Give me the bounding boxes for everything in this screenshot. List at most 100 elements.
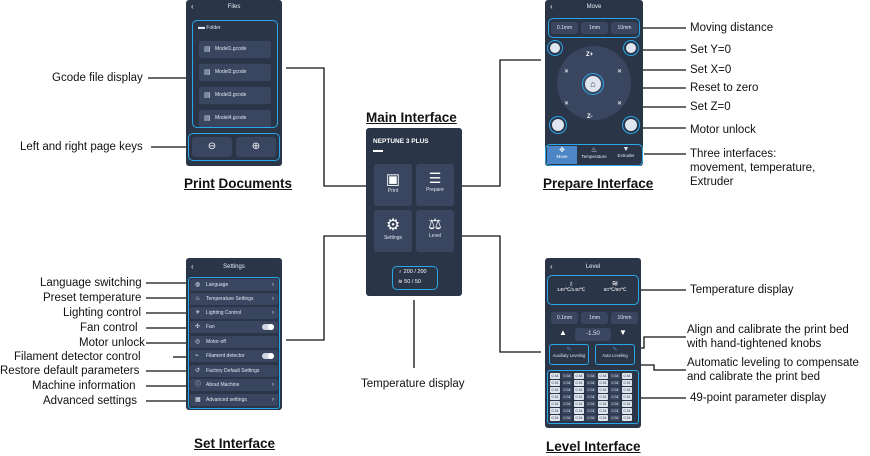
main-temp-caption: Temperature display	[361, 378, 465, 390]
tab-extruder[interactable]: ▼ Extruder	[611, 146, 641, 164]
label-three-interfaces-1: Three interfaces:	[690, 148, 777, 160]
back-icon[interactable]: ‹	[550, 262, 553, 271]
x-minus-icon[interactable]: ✕	[564, 69, 570, 75]
page-right-button[interactable]: ⊕	[236, 137, 276, 157]
grid-cell: 0.34	[610, 401, 620, 407]
tile-level[interactable]: ⚖ Level	[416, 210, 454, 252]
file-item[interactable]: ▤ Model2.gcode	[199, 64, 271, 81]
distance-10mm[interactable]: 10mm	[611, 22, 638, 34]
distance-1mm[interactable]: 1mm	[581, 22, 608, 34]
settings-item-factory-default[interactable]: ↺Factory Default Settings	[190, 365, 278, 377]
set-x-icon[interactable]	[550, 43, 560, 53]
label-set-z: Set Z=0	[690, 101, 731, 113]
page-left-button[interactable]: ⊖	[192, 137, 232, 157]
grid-cell: 0.34	[610, 380, 620, 386]
chevron-right-icon: ›	[272, 282, 274, 288]
set-z-icon[interactable]	[552, 119, 564, 131]
y-minus-icon[interactable]: ✕	[564, 101, 570, 107]
filament-icon: ⌁	[195, 353, 199, 359]
back-icon[interactable]: ‹	[550, 2, 553, 11]
globe-icon: ◍	[195, 282, 201, 288]
level-distance-0-1mm[interactable]: 0.1mm	[551, 312, 578, 324]
tab-move[interactable]: ✥ Move	[547, 146, 577, 164]
print-title-b: Documents	[218, 176, 293, 191]
chevron-right-icon: ›	[272, 296, 274, 302]
label-preset-temp: Preset temperature	[43, 292, 142, 304]
filament-toggle[interactable]	[262, 353, 274, 359]
file-item[interactable]: ▤Model4.gcode	[199, 110, 271, 127]
grid-cell: 0.34	[586, 380, 596, 386]
thermometer-icon: ♨	[195, 296, 201, 302]
level-distance-1mm[interactable]: 1mm	[581, 312, 608, 324]
nozzle-temp: ♁ 200 / 200	[398, 269, 427, 275]
grid-cell: 0.34	[598, 373, 608, 379]
settings-item-lighting[interactable]: ☀Lighting Control›	[190, 307, 278, 319]
grid-cell: 0.34	[562, 387, 572, 393]
file-icon: ▤	[204, 69, 211, 76]
label-advanced: Advanced settings	[43, 395, 137, 407]
label-motor-unlock: Motor unlock	[690, 124, 756, 136]
chevron-right-icon: ›	[272, 397, 274, 403]
nozzle-temp-value: 200 / 200	[403, 269, 427, 275]
x-plus-icon[interactable]: ✕	[617, 69, 623, 75]
tile-print-label: Print	[387, 188, 399, 194]
label-moving-distance: Moving distance	[690, 22, 774, 34]
level-distance-10mm[interactable]: 10mm	[611, 312, 638, 324]
grid-cell: 0.34	[622, 408, 632, 414]
settings-item-advanced[interactable]: ▦Advanced settings›	[190, 394, 278, 406]
offset-down-icon[interactable]: ▼	[619, 328, 627, 337]
tab-temperature[interactable]: ♨ Temperature	[579, 146, 609, 164]
settings-item-motor-off[interactable]: ◎Motor-off	[190, 336, 278, 348]
settings-item-fan[interactable]: ✣Fan	[190, 321, 278, 333]
y-plus-icon[interactable]: ✕	[617, 101, 623, 107]
back-icon[interactable]: ‹	[191, 2, 194, 11]
settings-item-temperature[interactable]: ♨Temperature Settings›	[190, 293, 278, 305]
offset-up-icon[interactable]: ▲	[559, 328, 567, 337]
nozzle-icon: ♁	[398, 269, 403, 275]
level-screen: Level ‹ ♁ 140℃/140℃ ≋ 60℃/60℃ 0.1mm 1mm …	[545, 258, 641, 428]
label-gcode-display: Gcode file display	[52, 72, 143, 84]
scale-icon: ⚖	[428, 216, 442, 233]
label-three-interfaces-3: Extruder	[690, 176, 734, 188]
grid-cell: 0.34	[550, 387, 560, 393]
settings-item-filament[interactable]: ⌁ Filament detector	[190, 350, 278, 362]
item-label: Language	[206, 282, 229, 288]
distance-0-1mm[interactable]: 0.1mm	[551, 22, 578, 34]
label-page-keys: Left and right page keys	[20, 141, 143, 153]
tab-move-label: Move	[556, 154, 568, 159]
set-y-icon[interactable]	[626, 43, 636, 53]
label-auto-2: and calibrate the print bed	[687, 371, 820, 383]
item-label: Advanced settings	[206, 397, 247, 403]
tile-prepare[interactable]: ☰ Prepare	[416, 164, 454, 206]
grid-cell: 0.34	[598, 401, 608, 407]
file-item[interactable]: ▤Model1.gcode	[199, 41, 271, 58]
fan-icon: ✣	[195, 324, 201, 330]
file-item[interactable]: ▤Model3.gcode	[199, 87, 271, 104]
bed-icon: ≋	[398, 279, 403, 285]
aux-leveling-label: Auxiliary Leveling	[552, 353, 586, 358]
z-plus-button[interactable]: Z+	[586, 52, 594, 58]
grid-cell: 0.34	[562, 394, 572, 400]
back-icon[interactable]: ‹	[191, 262, 194, 271]
offset-value: -1.50	[575, 328, 611, 341]
bed-icon: ≋	[611, 279, 619, 288]
grid-cell: 0.34	[550, 408, 560, 414]
tile-print[interactable]: ▣ Print	[374, 164, 412, 206]
print-title-a: Print	[184, 176, 215, 191]
tile-settings[interactable]: ⚙ Settings	[374, 210, 412, 252]
folder-item[interactable]: ▬ Folder	[198, 24, 221, 31]
item-label: Filament detector	[206, 353, 245, 359]
motor-unlock-icon[interactable]	[625, 119, 637, 131]
file-name: Model3.gcode	[215, 92, 247, 98]
fan-toggle[interactable]	[262, 324, 274, 330]
settings-item-language[interactable]: ◍ Language ›	[190, 279, 278, 291]
aux-leveling-button[interactable]: ✎ Auxiliary Leveling	[551, 346, 587, 363]
z-minus-button[interactable]: Z-	[587, 114, 593, 120]
auto-leveling-button[interactable]: ✎ Auto Leveling	[597, 346, 633, 363]
tab-temperature-label: Temperature	[581, 154, 607, 159]
settings-screen: Settings ‹ ◍Language› ♨Temperature Setti…	[186, 258, 282, 410]
file-name: Model2.gcode	[215, 69, 247, 75]
grid-cell: 0.34	[622, 387, 632, 393]
print-documents-title: Print Documents	[184, 176, 292, 191]
